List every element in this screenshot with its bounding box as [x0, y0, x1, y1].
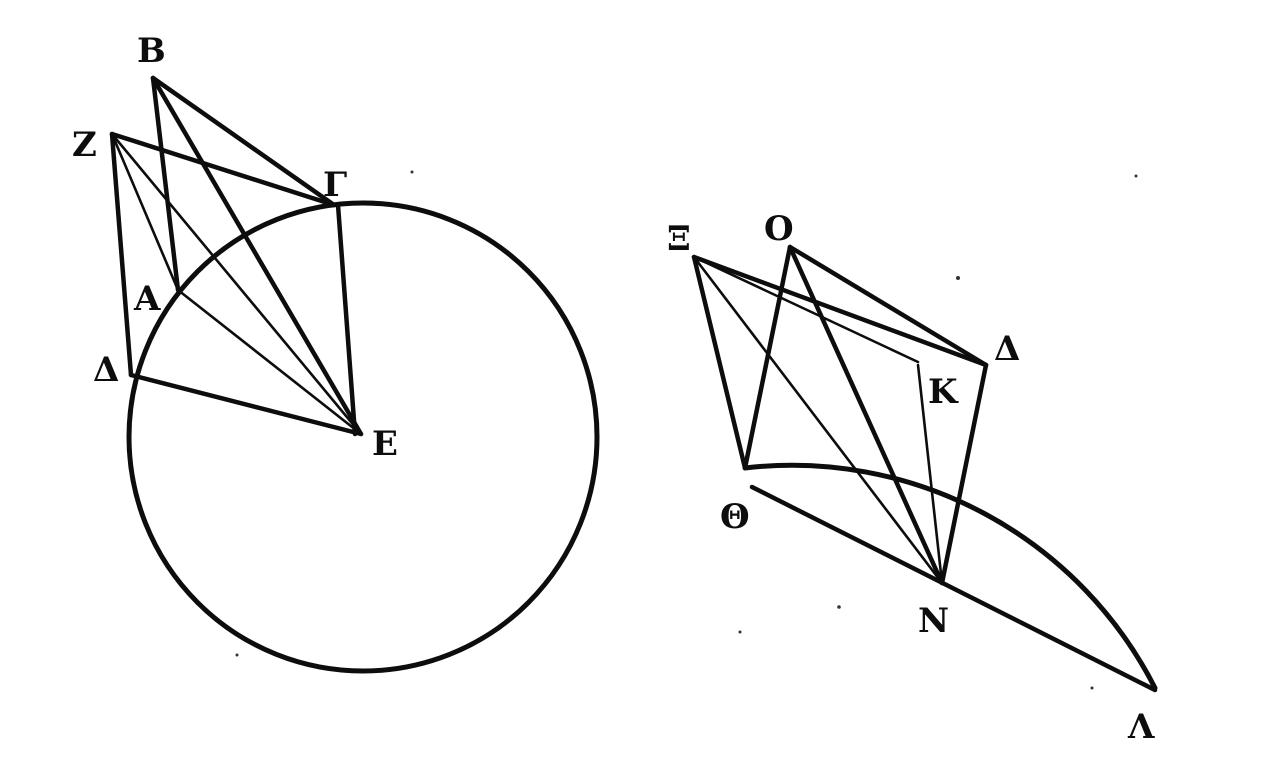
- line-O-Delta: [787, 244, 989, 368]
- label-Delta-right: Δ: [994, 329, 1020, 369]
- left-circle: [126, 200, 600, 674]
- line-B-A: [150, 75, 181, 293]
- line-Theta-Lambda: [749, 484, 1158, 693]
- line-D-E: [128, 372, 364, 437]
- line-B-G: [150, 75, 337, 208]
- right-figure: Ξ O Δ K Θ N Λ: [667, 209, 1158, 747]
- label-Z: Z: [72, 125, 97, 165]
- line-Z-A: [110, 132, 180, 292]
- line-Xi-Theta: [691, 254, 748, 471]
- line-Z-D: [109, 131, 134, 378]
- line-Xi-Delta: [691, 254, 989, 368]
- label-A: A: [133, 279, 161, 319]
- label-B: B: [137, 31, 166, 71]
- label-E: E: [372, 424, 398, 464]
- right-arc: [742, 462, 1158, 691]
- line-Xi-K: [692, 255, 920, 364]
- left-figure: B Z Γ A Δ E: [72, 31, 600, 674]
- line-O-N: [787, 244, 945, 586]
- label-Gamma: Γ: [323, 165, 347, 205]
- print-specks: [235, 170, 1138, 690]
- line-G-E: [335, 202, 358, 437]
- label-Delta-left: Δ: [93, 350, 119, 390]
- line-A-E: [176, 288, 363, 436]
- line-Xi-N-a: [692, 255, 944, 585]
- line-K-N: [916, 363, 944, 585]
- line-O-Theta: [742, 244, 793, 471]
- line-B-E: [150, 75, 364, 437]
- line-Z-E: [110, 132, 363, 436]
- label-N: N: [918, 601, 949, 641]
- label-Lambda: Λ: [1127, 707, 1155, 747]
- line-Z-G: [109, 131, 337, 208]
- label-K: K: [928, 372, 959, 412]
- label-O: O: [764, 209, 794, 249]
- label-Xi: Ξ: [667, 219, 691, 259]
- line-Delta-N: [939, 362, 989, 586]
- label-Theta: Θ: [720, 497, 750, 537]
